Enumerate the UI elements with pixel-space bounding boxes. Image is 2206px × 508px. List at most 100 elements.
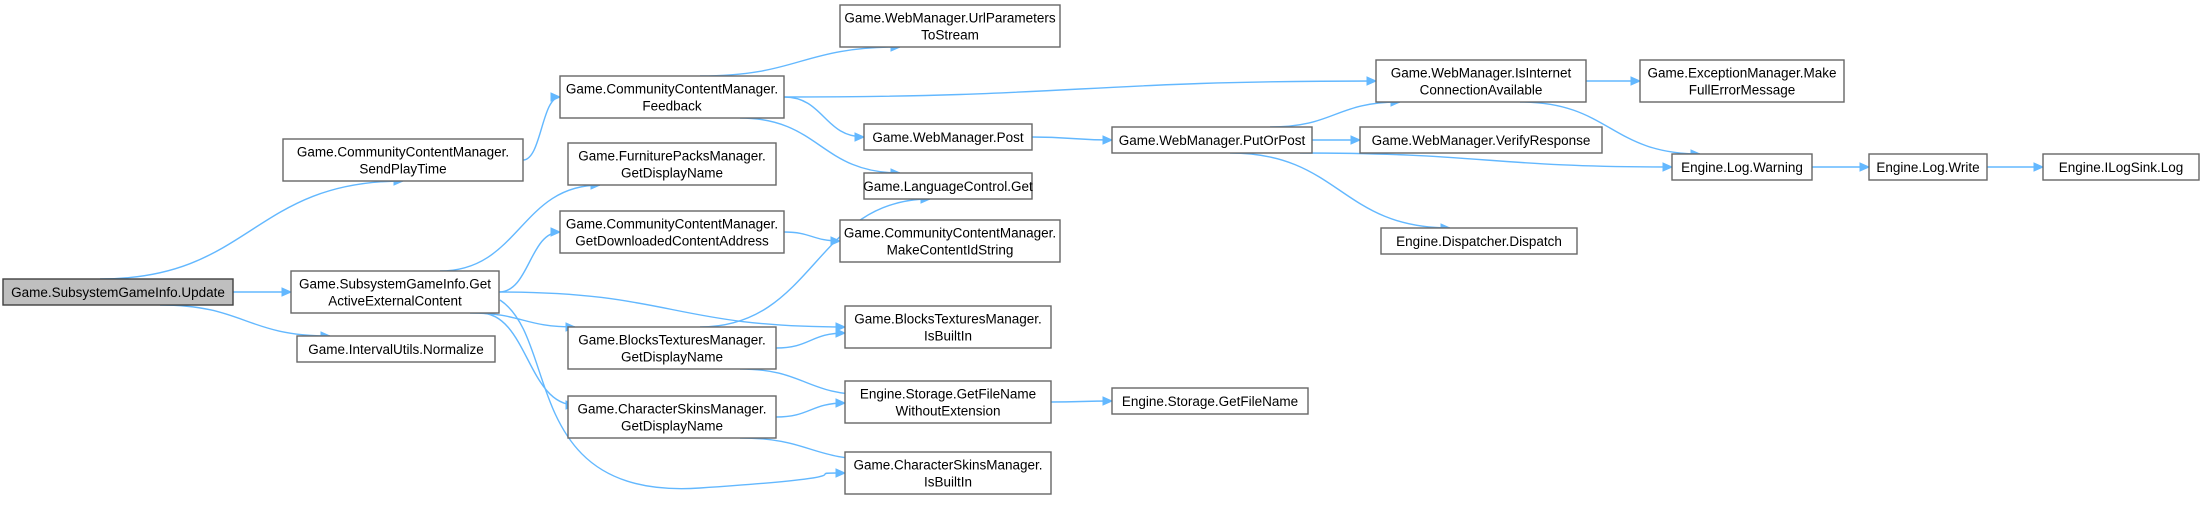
node-isinternet[interactable]: Game.WebManager.IsInternetConnectionAvai…: [1375, 59, 1587, 103]
edge-arrowhead: [1859, 162, 1871, 172]
node-label: GetDisplayName: [621, 166, 723, 181]
node-post[interactable]: Game.WebManager.Post: [863, 123, 1033, 151]
node-label: Game.FurniturePacksManager.: [578, 149, 766, 164]
node-getfn[interactable]: Engine.Storage.GetFileName: [1111, 387, 1309, 415]
edge-line: [1031, 136, 1113, 141]
edge-line: [522, 96, 561, 161]
node-label: Game.CharacterSkinsManager.: [577, 402, 766, 417]
node-label: Game.CommunityContentManager.: [297, 145, 509, 160]
node-verify[interactable]: Game.WebManager.VerifyResponse: [1359, 126, 1603, 154]
node-box: [567, 395, 777, 439]
node-box: [844, 380, 1052, 424]
edge-sendplay-to-feedback: [522, 92, 562, 161]
node-putorpost[interactable]: Game.WebManager.PutOrPost: [1111, 126, 1313, 154]
node-box: [290, 270, 500, 314]
node-dispatch[interactable]: Engine.Dispatcher.Dispatch: [1380, 227, 1578, 255]
edge-arrowhead: [835, 468, 847, 478]
node-label: MakeContentIdString: [887, 243, 1014, 258]
node-label: Engine.Dispatcher.Dispatch: [1396, 234, 1562, 249]
node-blocksbuiltin[interactable]: Game.BlocksTexturesManager.IsBuiltIn: [844, 305, 1052, 349]
node-label: Engine.Storage.GetFileName: [860, 387, 1036, 402]
edge-line: [699, 46, 901, 77]
node-label: ToStream: [921, 28, 979, 43]
node-box: [296, 335, 496, 363]
edge-getactive-to-blocksbuiltin: [498, 291, 847, 332]
edge-line: [1229, 152, 1451, 229]
edge-arrowhead: [1102, 396, 1114, 406]
node-chardisp[interactable]: Game.CharacterSkinsManager.GetDisplayNam…: [567, 395, 777, 439]
edge-post-to-putorpost: [1031, 135, 1114, 145]
edge-line: [1269, 101, 1401, 128]
edge-line: [775, 402, 846, 418]
edge-arrowhead: [550, 92, 562, 102]
edge-isinternet-to-makeerr: [1586, 76, 1642, 86]
edge-arrowhead: [835, 322, 847, 332]
node-getactive[interactable]: Game.SubsystemGameInfo.GetActiveExternal…: [290, 270, 500, 314]
edge-arrowhead: [1350, 135, 1362, 145]
node-makeid[interactable]: Game.CommunityContentManager.MakeContent…: [839, 219, 1061, 263]
edge-line: [439, 184, 601, 272]
node-box: [1380, 227, 1578, 255]
node-label: ActiveExternalContent: [328, 294, 462, 309]
node-box: [844, 305, 1052, 349]
edge-line: [1519, 101, 1701, 155]
node-label: SendPlayTime: [359, 162, 446, 177]
node-box: [839, 219, 1061, 263]
node-label: Game.WebManager.UrlParameters: [844, 11, 1056, 26]
node-getfnwoext[interactable]: Engine.Storage.GetFileNameWithoutExtensi…: [844, 380, 1052, 424]
edge-arrowhead: [1366, 76, 1378, 86]
edge-write-to-ilogsink: [1987, 162, 2045, 172]
node-label: Game.ExceptionManager.Make: [1647, 66, 1836, 81]
edges-layer: [99, 42, 2045, 490]
node-charbuiltin[interactable]: Game.CharacterSkinsManager. IsBuiltIn: [844, 451, 1052, 495]
node-box: [2042, 153, 2200, 181]
node-label: Engine.Storage.GetFileName: [1122, 394, 1298, 409]
edge-arrowhead: [281, 287, 293, 297]
node-ilogsink[interactable]: Engine.ILogSink.Log: [2042, 153, 2200, 181]
node-box: [863, 172, 1033, 200]
node-box: [839, 4, 1061, 48]
node-normalize[interactable]: Game.IntervalUtils.Normalize: [296, 335, 496, 363]
node-getdownloaded[interactable]: Game.CommunityContentManager. GetDownload…: [559, 210, 785, 254]
node-blocksdisp[interactable]: Game.BlocksTexturesManager.GetDisplayNam…: [567, 326, 777, 370]
edge-line: [739, 117, 901, 174]
node-label: Game.IntervalUtils.Normalize: [308, 342, 484, 357]
node-update[interactable]: Game.SubsystemGameInfo.Update: [2, 278, 234, 306]
edge-line: [479, 312, 576, 406]
edge-update-to-getactive: [233, 287, 293, 297]
node-label: Game.SubsystemGameInfo.Update: [11, 285, 225, 300]
edge-arrowhead: [835, 328, 847, 338]
edge-line: [775, 332, 846, 349]
node-label: Engine.Log.Write: [1876, 160, 1979, 175]
edge-arrowhead: [1630, 76, 1642, 86]
node-furniture[interactable]: Game.FurniturePacksManager. GetDisplayNam…: [567, 142, 777, 186]
node-label: Game.WebManager.PutOrPost: [1119, 133, 1306, 148]
node-langget[interactable]: Game.LanguageControl.Get: [863, 172, 1033, 200]
node-warning[interactable]: Engine.Log.Warning: [1671, 153, 1813, 181]
node-label: GetDownloadedContentAddress: [575, 234, 769, 249]
node-write[interactable]: Engine.Log.Write: [1868, 153, 1988, 181]
edge-getfnwoext-to-getfn: [1050, 396, 1114, 406]
edge-update-to-sendplay: [99, 176, 405, 280]
edge-getactive-to-charbuiltin: [499, 299, 847, 490]
edge-feedback-to-urlparams: [699, 42, 902, 77]
node-box: [1639, 59, 1845, 103]
node-makeerr[interactable]: Game.ExceptionManager.MakeFullErrorMessa…: [1639, 59, 1845, 103]
edge-chardisp-to-getfnwoext: [775, 398, 847, 418]
node-sendplay[interactable]: Game.CommunityContentManager. SendPlayTim…: [282, 138, 524, 182]
node-feedback[interactable]: Game.CommunityContentManager.Feedback: [559, 75, 785, 119]
node-label: Game.SubsystemGameInfo.Get: [299, 277, 491, 292]
node-label: FullErrorMessage: [1689, 83, 1796, 98]
node-box: [282, 138, 524, 182]
node-box: [1111, 387, 1309, 415]
node-label: Game.CharacterSkinsManager.: [853, 458, 1042, 473]
edge-line: [1299, 152, 1673, 168]
edge-line: [499, 299, 838, 490]
node-label: Engine.ILogSink.Log: [2059, 160, 2184, 175]
node-box: [567, 142, 777, 186]
node-label: IsBuiltIn: [924, 475, 972, 490]
edge-arrowhead: [1102, 135, 1114, 145]
node-label: Game.CommunityContentManager.: [566, 217, 778, 232]
edge-getactive-to-getdownloaded: [498, 227, 562, 293]
